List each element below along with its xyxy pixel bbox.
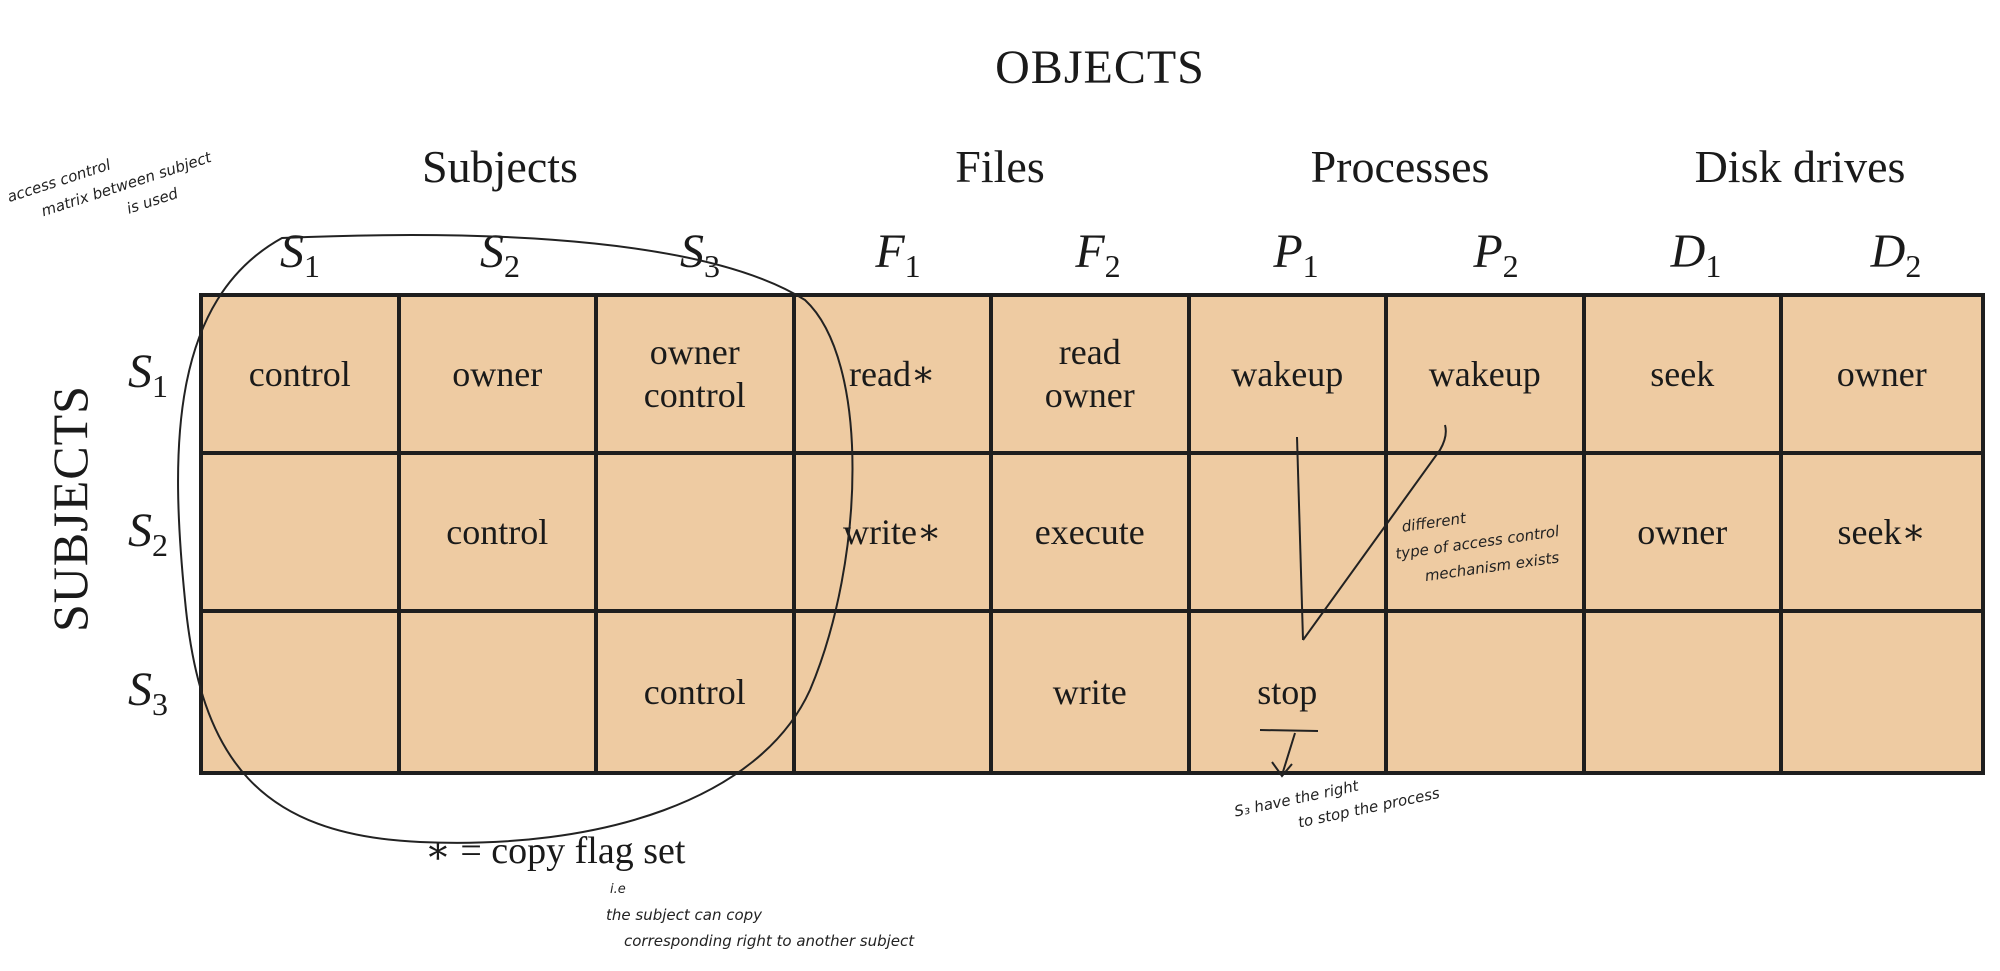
row-header: S3 <box>128 663 168 722</box>
matrix-cell <box>1388 613 1586 771</box>
matrix-cell: owner <box>1783 297 1981 455</box>
matrix-cell <box>598 455 796 613</box>
matrix-cell: write <box>993 613 1191 771</box>
matrix-cell: owner <box>1585 455 1783 613</box>
matrix-cell: read owner <box>993 297 1191 455</box>
group-label-files: Files <box>955 141 1045 192</box>
column-header: S2 <box>480 225 520 284</box>
matrix-cell <box>203 613 401 771</box>
group-label-processes: Processes <box>1310 141 1490 192</box>
matrix-cell: wakeup <box>1388 297 1586 455</box>
column-header: D2 <box>1870 225 1922 284</box>
matrix-cell: control <box>203 297 401 455</box>
column-header: S1 <box>280 225 320 284</box>
arrow-stroke-diagonal <box>1302 424 1447 641</box>
matrix-cell <box>401 613 598 771</box>
annotation-bottom-left: the subject can copy corresponding right… <box>606 906 915 950</box>
matrix-cell <box>796 613 993 771</box>
arrow-stroke-vertical <box>1296 436 1304 641</box>
column-header: P2 <box>1473 225 1519 284</box>
matrix-cell: write∗ <box>795 455 993 613</box>
matrix-cell <box>203 455 401 613</box>
row-header: S1 <box>128 345 168 404</box>
objects-title: OBJECTS <box>995 41 1205 94</box>
pointer-arrow-stroke <box>1271 732 1296 778</box>
row-header: S2 <box>128 504 168 563</box>
matrix-cell: owner control <box>598 297 796 455</box>
underline-stroke <box>1259 729 1319 732</box>
column-header: F2 <box>1075 225 1121 284</box>
column-header: P1 <box>1273 225 1319 284</box>
matrix-cell <box>1586 613 1783 771</box>
matrix-cell: control <box>400 455 598 613</box>
matrix-cell: seek∗ <box>1783 455 1981 613</box>
group-label-disk-drives: Disk drives <box>1694 141 1906 192</box>
matrix-cell: control <box>598 613 796 771</box>
column-header: F1 <box>875 225 921 284</box>
group-label-subjects: Subjects <box>422 141 578 192</box>
circle-stroke <box>177 234 854 844</box>
matrix-cell <box>1388 455 1586 613</box>
annotation-ie: i.e <box>610 882 626 897</box>
column-header: D1 <box>1670 225 1722 284</box>
matrix-cell: wakeup <box>1190 297 1388 455</box>
column-header: S3 <box>680 225 720 284</box>
matrix-cell: stop <box>1191 613 1388 771</box>
matrix-cell: execute <box>993 455 1191 613</box>
matrix-cell: owner <box>400 297 598 455</box>
matrix-cell: read∗ <box>795 297 993 455</box>
matrix-cell: seek <box>1585 297 1783 455</box>
matrix-cell <box>1190 455 1388 613</box>
